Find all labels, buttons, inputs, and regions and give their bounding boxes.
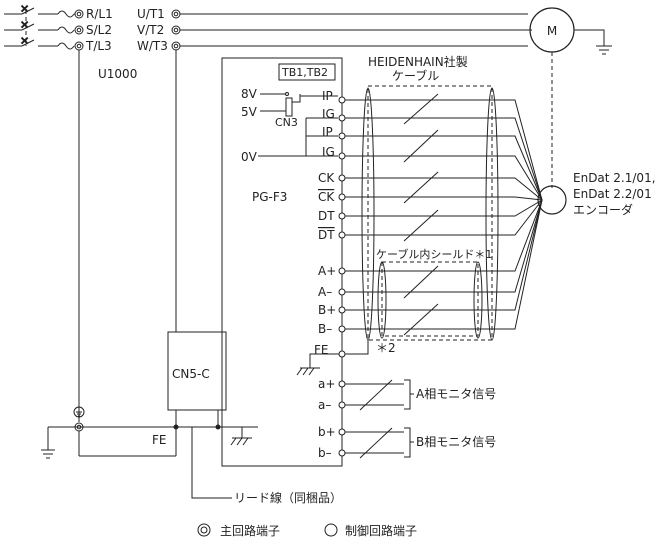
terminal-b-mon-plus: b+ (318, 425, 336, 439)
twisted-pair-marks (403, 93, 439, 336)
terminal-b-mon-minus: b– (318, 446, 332, 460)
lead-wire-callout (191, 427, 232, 499)
terminal-ip-2: IP (322, 125, 333, 139)
encoder-label-line3: エンコーダ (573, 202, 633, 217)
terminal-label-v: V/T2 (137, 23, 164, 37)
terminal-ig-1: IG (322, 107, 335, 121)
svg-text:×: × (20, 34, 29, 47)
ground-bus-dots (173, 424, 221, 430)
drive-outline (78, 50, 177, 457)
legend: 主回路端子 制御回路端子 (197, 523, 417, 538)
output-terminal-labels: U/T1 V/T2 W/T3 (137, 7, 168, 53)
terminal-ip-1: IP (322, 89, 333, 103)
encoder-label-line1: EnDat 2.1/01, (573, 171, 656, 185)
terminal-b-plus: B+ (318, 303, 336, 317)
cn3-label: CN3 (275, 116, 298, 129)
terminal-b-minus: B– (318, 322, 332, 336)
svg-text:×: × (20, 18, 29, 31)
encoder-wires (345, 99, 543, 330)
main-circuit-terminals (74, 9, 181, 51)
cable-maker-label: HEIDENHAIN社製 (368, 54, 468, 69)
terminal-fe: FE (314, 343, 328, 357)
input-terminal-labels: R/L1 S/L2 T/L3 (85, 7, 113, 53)
svg-text:×: × (20, 2, 29, 15)
encoder-label-line2: EnDat 2.2/01 (573, 187, 652, 201)
inner-shield-label: ケーブル内シールド＊1 (376, 247, 492, 261)
legend-main-circuit-label: 主回路端子 (220, 523, 280, 538)
cn5-box (167, 331, 227, 411)
motor-ground (574, 29, 612, 55)
monitor-label-a: A相モニタ信号 (416, 387, 496, 401)
motor-label: M (547, 24, 557, 38)
pg-board-outline (221, 57, 343, 467)
legend-control-circuit-label: 制御回路端子 (345, 523, 417, 538)
monitor-terminal-labels: a+ a– b+ b– (318, 377, 336, 460)
cn5-label: CN5-C (172, 367, 210, 381)
cable-inner-shield (381, 261, 479, 337)
fe-shield-wire (345, 340, 369, 355)
board-name: PG-F3 (252, 190, 287, 204)
legend-main-circuit-icon (197, 523, 211, 537)
terminal-a-mon-plus: a+ (318, 377, 335, 391)
inner-shield-end-right (473, 261, 483, 339)
control-terminals (338, 96, 346, 457)
encoder (537, 185, 567, 215)
lead-wire-label: リード線（同梱品） (234, 490, 342, 505)
fe-ground (296, 353, 339, 376)
zero-volt-label: 0V (241, 150, 258, 164)
monitor-wires (345, 379, 414, 459)
terminal-label-s: S/L2 (86, 23, 112, 37)
monitor-label-b: B相モニタ信号 (416, 435, 496, 449)
supply-label-5v: 5V (241, 105, 258, 119)
terminal-block-label: TB1,TB2 (281, 66, 328, 79)
terminal-a-mon-minus: a– (318, 398, 331, 412)
legend-control-circuit-icon (324, 523, 338, 537)
cable-shield-end-right (485, 87, 499, 341)
terminal-label-w: W/T3 (137, 39, 168, 53)
terminal-ig-2: IG (322, 145, 335, 159)
ground-bus (41, 406, 258, 459)
encoder-terminal-labels: IP IG IP IG CK CK DT DT A+ A– B+ B– FE (314, 89, 336, 357)
supply-label-8v: 8V (241, 87, 258, 101)
motor-lines (180, 13, 532, 47)
terminal-block-box (278, 63, 336, 81)
terminal-label-u: U/T1 (137, 7, 165, 21)
motor: M (529, 7, 575, 53)
terminal-label-r: R/L1 (86, 7, 113, 21)
terminal-ck: CK (318, 171, 335, 185)
terminal-a-minus: A– (318, 285, 332, 299)
terminal-label-t: T/L3 (85, 39, 112, 53)
drive-label: U1000 (98, 67, 137, 81)
power-input-lines: × × × (4, 2, 75, 50)
terminal-dt: DT (318, 209, 335, 223)
ground-bus-label: FE (152, 433, 166, 447)
note-star2: ＊2 (376, 341, 396, 355)
terminal-dt-bar: DT (318, 228, 335, 242)
inner-shield-end-left (377, 261, 387, 339)
terminal-a-plus: A+ (318, 264, 336, 278)
cable-word-label: ケーブル (392, 68, 439, 83)
cn3-jumper: 8V 5V CN3 0V (241, 87, 338, 164)
terminal-ck-bar: CK (318, 190, 335, 204)
cable-outer-shield (367, 85, 493, 341)
